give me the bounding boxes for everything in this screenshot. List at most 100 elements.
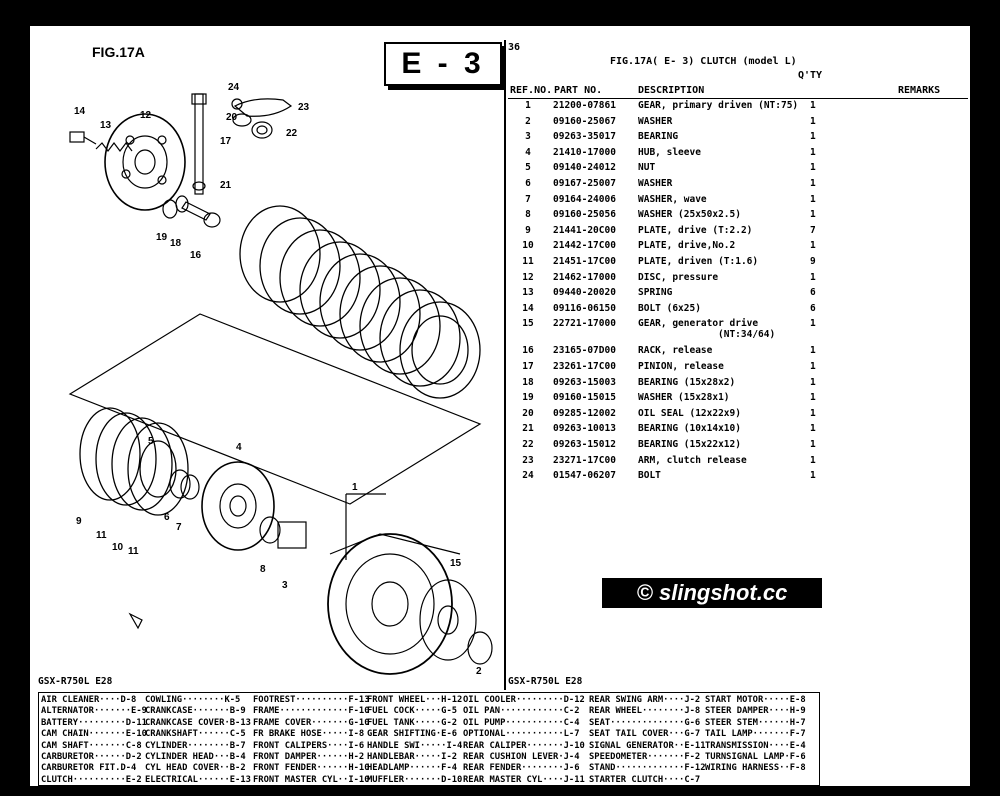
generator-drive-gear-part — [419, 579, 477, 661]
index-entry[interactable]: HANDLEBAR·····I-2 — [367, 752, 458, 763]
plate-group-outline — [68, 313, 482, 505]
index-entry[interactable]: SPEEDOMETER·······F-2 — [589, 752, 701, 763]
description-cell: GEAR, generator drive — [638, 318, 759, 330]
callout-16: 16 — [190, 250, 202, 261]
index-entry[interactable]: HANDLE SWI·····I-4 — [367, 740, 463, 751]
index-entry[interactable]: TRANSMISSION····E-4 — [705, 740, 806, 751]
index-entry[interactable]: TAIL LAMP·······F-7 — [705, 729, 806, 740]
index-entry[interactable]: TURNSIGNAL LAMP·F-6 — [705, 752, 806, 763]
index-entry[interactable]: FRAME COVER·······G-10 — [253, 717, 370, 728]
callout-13: 13 — [100, 120, 112, 131]
index-entry[interactable]: STEER STEM······H-7 — [705, 717, 806, 728]
index-entry[interactable]: FRAME·············F-10 — [253, 706, 370, 717]
index-entry[interactable]: FUEL TANK·····G-2 — [367, 717, 458, 728]
index-entry[interactable]: STEER DAMPER····H-9 — [705, 706, 806, 717]
qty-cell: 1 — [810, 345, 816, 357]
index-entry[interactable]: AIR CLEANER····D-8 — [41, 695, 137, 705]
thrust-washer-part — [467, 631, 493, 665]
index-entry[interactable]: COWLING········K-5 — [145, 695, 241, 705]
description-cell: HUB, sleeve — [638, 146, 701, 158]
ref-cell: 16 — [522, 345, 534, 357]
index-entry[interactable]: BATTERY·········D-11 — [41, 717, 147, 728]
callout-19: 19 — [156, 232, 168, 243]
qty-cell: 1 — [810, 271, 816, 283]
table-title: FIG.17A( E- 3) CLUTCH (model L) — [610, 56, 797, 67]
index-entry[interactable]: OIL PUMP···········C-4 — [463, 717, 580, 728]
callout-4: 4 — [236, 442, 242, 453]
lower-plate-set — [79, 407, 189, 516]
qty-header: Q'TY — [798, 70, 823, 81]
callout-11b: 11 — [128, 546, 139, 557]
ref-cell: 3 — [525, 131, 531, 143]
parts-catalog-page: FIG.17A E - 3 36 FIG.17A( E- 3) CLUTCH (… — [30, 26, 970, 786]
index-entry[interactable]: CYL HEAD COVER··B-2 — [145, 763, 246, 774]
qty-cell: 1 — [810, 470, 816, 482]
index-entry[interactable]: CRANKSHAFT······C-5 — [145, 729, 246, 740]
part-no-cell: 09263-35017 — [553, 131, 616, 143]
index-entry[interactable]: CARBURETOR FIT.D-4 — [41, 763, 137, 774]
index-entry[interactable]: MUFFLER·······D-10 — [367, 774, 463, 785]
index-entry[interactable]: SEAT TAIL COVER···G-7 — [589, 729, 701, 740]
index-entry[interactable]: REAR CALIPER·······J-10 — [463, 740, 585, 751]
index-entry[interactable]: FR BRAKE HOSE·····I-8 — [253, 729, 365, 740]
index-entry[interactable]: CYLINDER HEAD···B-4 — [145, 752, 246, 763]
index-entry[interactable]: FRONT WHEEL···H-12 — [367, 695, 463, 705]
index-entry[interactable]: SIGNAL GENERATOR··E-11 — [589, 740, 706, 751]
index-entry[interactable]: CRANKCASE·······B-9 — [145, 706, 246, 717]
qty-cell: 1 — [810, 423, 816, 435]
index-entry[interactable]: OPTIONAL···········L-7 — [463, 729, 580, 740]
description-cell: OIL SEAL (12x22x9) — [638, 407, 741, 419]
index-entry[interactable]: ELECTRICAL······E-13 — [145, 774, 251, 785]
ref-cell: 7 — [525, 193, 531, 205]
qty-cell: 1 — [810, 392, 816, 404]
qty-cell: 1 — [810, 407, 816, 419]
index-entry[interactable]: CRANKCASE COVER·B-13 — [145, 717, 251, 728]
callout-10: 10 — [112, 542, 124, 553]
index-entry[interactable]: OIL PAN············C-2 — [463, 706, 580, 717]
index-entry[interactable]: STARTER CLUTCH····C-7 — [589, 774, 701, 785]
index-entry[interactable]: FRONT FENDER······H-10 — [253, 763, 370, 774]
index-entry[interactable]: REAR FENDER········J-6 — [463, 763, 580, 774]
index-entry[interactable]: FUEL COCK·····G-5 — [367, 706, 458, 717]
index-entry[interactable]: CLUTCH··········E-2 — [41, 774, 142, 785]
index-entry[interactable]: FRONT DAMPER······H-2 — [253, 752, 365, 763]
index-entry[interactable]: FRONT CALIPERS····I-6 — [253, 740, 365, 751]
index-entry[interactable]: REAR MASTER CYL····J-11 — [463, 774, 585, 785]
qty-cell: 1 — [810, 209, 816, 221]
section-badge: E - 3 — [384, 42, 502, 86]
index-entry[interactable]: CAM CHAIN·······E-10 — [41, 729, 147, 740]
index-entry[interactable]: FRONT MASTER CYL··I-10 — [253, 774, 370, 785]
needle-bearing-part — [277, 521, 307, 549]
index-entry[interactable]: GEAR SHIFTING·E-6 — [367, 729, 458, 740]
part-no-cell: 21451-17C00 — [553, 256, 616, 267]
clutch-bolt-part — [69, 131, 85, 143]
description-cell: WASHER (25x50x2.5) — [638, 209, 741, 221]
bearing-22-part — [251, 121, 273, 139]
part-no-cell: 23261-17C00 — [553, 361, 616, 372]
index-entry[interactable]: STAND·············F-12 — [589, 763, 706, 774]
release-pinion-part — [194, 93, 204, 195]
index-entry[interactable]: REAR WHEEL········J-8 — [589, 706, 701, 717]
index-entry[interactable]: ALTERNATOR·······E-9 — [41, 706, 147, 717]
index-entry[interactable]: OIL COOLER·········D-12 — [463, 695, 585, 705]
part-no-cell: 23165-07D00 — [553, 345, 616, 357]
part-no-cell: 22721-17000 — [553, 318, 616, 330]
callout-23: 23 — [298, 102, 310, 113]
ref-cell: 24 — [522, 470, 534, 482]
index-entry[interactable]: REAR CUSHION LEVER·J-4 — [463, 752, 580, 763]
index-entry[interactable]: CYLINDER········B-7 — [145, 740, 246, 751]
description-cell: BEARING — [638, 131, 679, 143]
index-entry[interactable]: CAM SHAFT·······C-8 — [41, 740, 142, 751]
index-entry[interactable]: CARBURETOR······D-2 — [41, 752, 142, 763]
qty-cell: 6 — [810, 302, 816, 314]
callout-2: 2 — [476, 666, 482, 677]
index-entry[interactable]: START MOTOR·····E-8 — [705, 695, 806, 705]
index-entry[interactable]: HEADLAMP······F-4 — [367, 763, 458, 774]
callout-14: 14 — [74, 106, 86, 117]
index-entry[interactable]: FOOTREST··········F-13 — [253, 695, 370, 705]
index-entry[interactable]: SEAT··············G-6 — [589, 717, 701, 728]
ref-cell: 4 — [525, 146, 531, 158]
index-entry[interactable]: REAR SWING ARM····J-2 — [589, 695, 701, 705]
index-entry[interactable]: WIRING HARNESS··F-8 — [705, 763, 806, 774]
